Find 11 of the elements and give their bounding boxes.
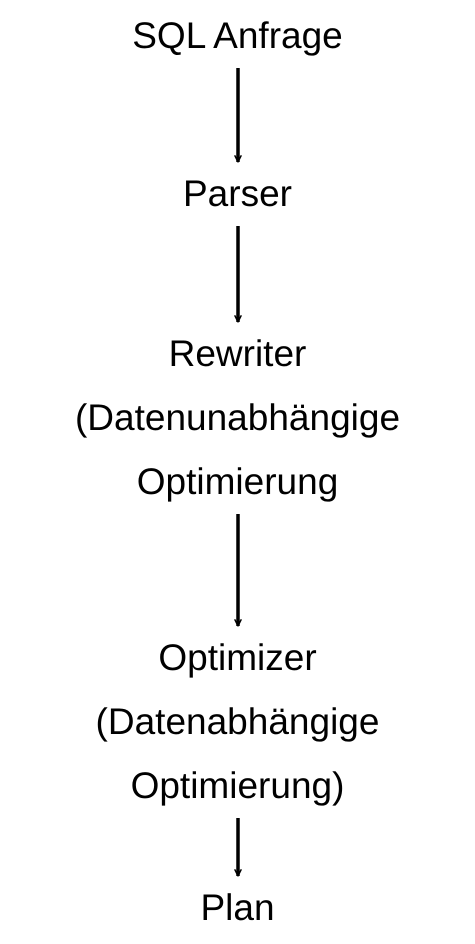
arrow [234,226,242,323]
arrow [234,68,242,163]
step-label: (Datenunabhängige Optimierung [74,396,402,504]
step-label: Parser [182,172,293,216]
arrow [234,818,242,877]
arrow [234,514,242,627]
step-label: (Datenabhängige Optimierung) [94,700,380,808]
step-label: SQL Anfrage [131,14,344,58]
step-label: Plan [199,886,276,930]
step-label: Rewriter [168,332,308,376]
step-label: Optimizer [157,636,318,680]
